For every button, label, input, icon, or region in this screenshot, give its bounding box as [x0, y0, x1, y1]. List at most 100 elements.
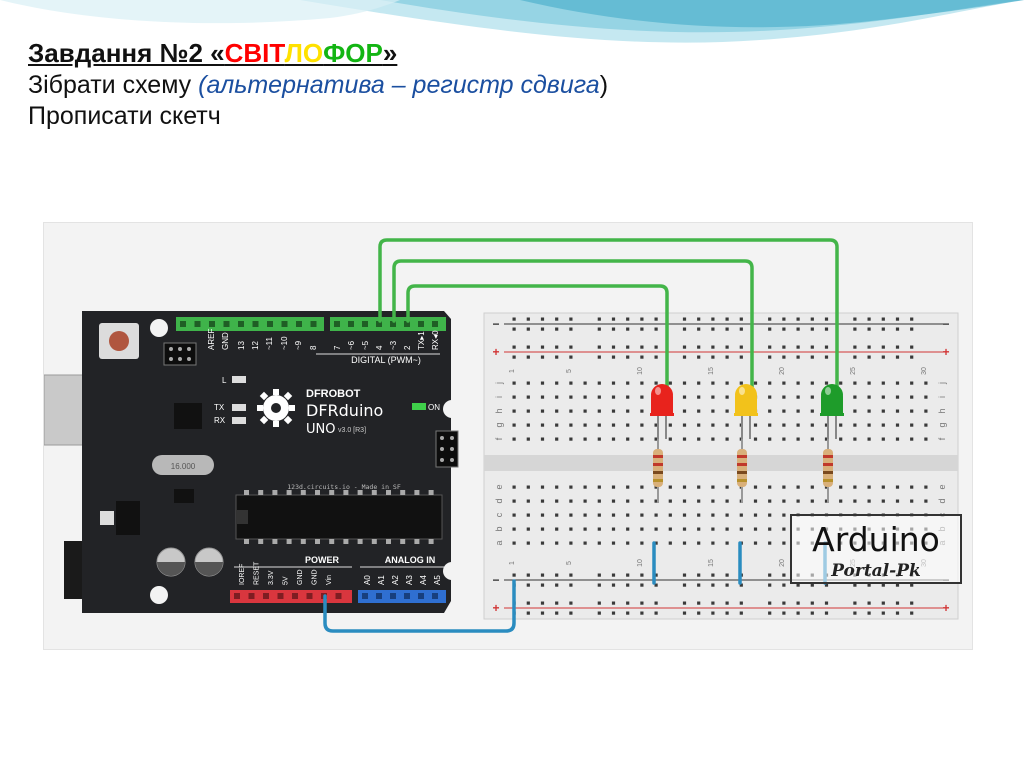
- breadboard-hole: [824, 423, 829, 427]
- power-pin-label: Vin: [326, 575, 333, 585]
- header-slot: [234, 593, 240, 599]
- breadboard-hole: [739, 355, 743, 359]
- breadboard-rail-sign: −: [492, 573, 499, 587]
- wire-green-led: [378, 238, 839, 393]
- breadboard-hole: [739, 601, 743, 605]
- digital-pin-label: ~5: [361, 340, 370, 350]
- breadboard-hole: [697, 485, 701, 489]
- chip-pin: [315, 539, 320, 544]
- breadboard-hole: [824, 601, 829, 605]
- breadboard-hole: [853, 423, 857, 427]
- breadboard-hole: [626, 437, 630, 441]
- breadboard-hole: [640, 485, 644, 489]
- breadboard-hole: [569, 409, 573, 413]
- breadboard-hole: [895, 409, 900, 413]
- breadboard-hole: [526, 317, 530, 321]
- breadboard-hole: [640, 345, 644, 349]
- breadboard-hole: [526, 327, 530, 331]
- breadboard-hole: [526, 409, 530, 413]
- capacitor-band: [157, 562, 185, 576]
- resistor: [653, 439, 663, 503]
- breadboard-hole: [725, 573, 729, 577]
- breadboard-hole: [725, 437, 729, 441]
- board-model-sub: UNO: [306, 422, 335, 437]
- chip-pin: [258, 539, 264, 544]
- breadboard-hole: [668, 499, 672, 503]
- breadboard-row-letter: j: [937, 382, 947, 385]
- mount-hole: [150, 319, 168, 337]
- breadboard-hole: [796, 317, 800, 321]
- breadboard-hole: [654, 541, 658, 545]
- breadboard-hole: [555, 527, 559, 531]
- breadboard-hole: [782, 583, 786, 587]
- breadboard-center-channel: [484, 455, 958, 471]
- breadboard-hole: [526, 423, 530, 427]
- digital-header-left[interactable]: [176, 317, 324, 331]
- digital-header-right[interactable]: [330, 317, 446, 331]
- chip-pin: [315, 490, 320, 495]
- breadboard-hole: [540, 541, 545, 545]
- breadboard-hole: [555, 423, 559, 427]
- breadboard-hole: [611, 513, 616, 517]
- breadboard-hole: [895, 437, 900, 441]
- power-pin-label: IOREF: [239, 564, 246, 585]
- digital-pin-label: 7: [333, 345, 342, 350]
- breadboard-hole: [867, 437, 871, 441]
- breadboard-hole: [853, 485, 857, 489]
- breadboard-hole: [725, 527, 729, 531]
- breadboard-hole: [711, 601, 715, 605]
- power-header[interactable]: [230, 590, 352, 603]
- breadboard-hole: [711, 395, 715, 399]
- breadboard-hole: [526, 395, 530, 399]
- breadboard-hole: [668, 527, 672, 531]
- breadboard-hole: [682, 381, 687, 385]
- breadboard-hole: [924, 485, 928, 489]
- breadboard-hole: [768, 381, 772, 385]
- breadboard-hole: [512, 327, 516, 331]
- breadboard-hole: [782, 355, 786, 359]
- reset-button-cap[interactable]: [109, 331, 129, 351]
- analog-pin-label: A4: [419, 575, 428, 585]
- led-yellow: [734, 384, 758, 439]
- digital-header-slots: [180, 321, 438, 327]
- breadboard-hole: [711, 527, 715, 531]
- breadboard-hole: [540, 601, 545, 605]
- header-slot: [296, 321, 302, 327]
- breadboard-hole: [697, 317, 701, 321]
- breadboard-hole: [597, 583, 601, 587]
- breadboard-hole: [853, 355, 857, 359]
- breadboard-hole: [711, 345, 715, 349]
- breadboard-hole: [626, 611, 630, 615]
- breadboard-hole: [526, 345, 530, 349]
- power-pin-label: GND: [297, 569, 304, 585]
- breadboard-hole: [555, 611, 559, 615]
- breadboard-hole: [512, 409, 516, 413]
- breadboard-hole: [768, 327, 772, 331]
- breadboard-hole: [839, 485, 843, 489]
- breadboard-row-letter: h: [937, 408, 947, 413]
- led-rim: [734, 413, 758, 416]
- breadboard-hole: [739, 611, 743, 615]
- breadboard-hole: [654, 317, 658, 321]
- digital-pin-label: RX◂0: [431, 330, 440, 350]
- breadboard-hole: [924, 381, 928, 385]
- breadboard-row-letter: g: [937, 422, 947, 427]
- breadboard-column-number: 15: [708, 559, 715, 567]
- breadboard-row-letter: g: [494, 422, 504, 427]
- resistor-band: [737, 471, 747, 474]
- breadboard-hole: [640, 423, 644, 427]
- breadboard-hole: [910, 345, 914, 349]
- breadboard-hole: [654, 381, 658, 385]
- breadboard-hole: [555, 327, 559, 331]
- breadboard-hole: [725, 409, 729, 413]
- breadboard-hole: [895, 381, 900, 385]
- chip-pin: [258, 490, 264, 495]
- breadboard-hole: [782, 381, 786, 385]
- resistor-band: [653, 479, 663, 482]
- breadboard-hole: [768, 541, 772, 545]
- title-word-green: ФОР: [323, 38, 383, 68]
- breadboard-hole: [782, 317, 786, 321]
- header-slot: [180, 321, 186, 327]
- breadboard-hole: [782, 541, 786, 545]
